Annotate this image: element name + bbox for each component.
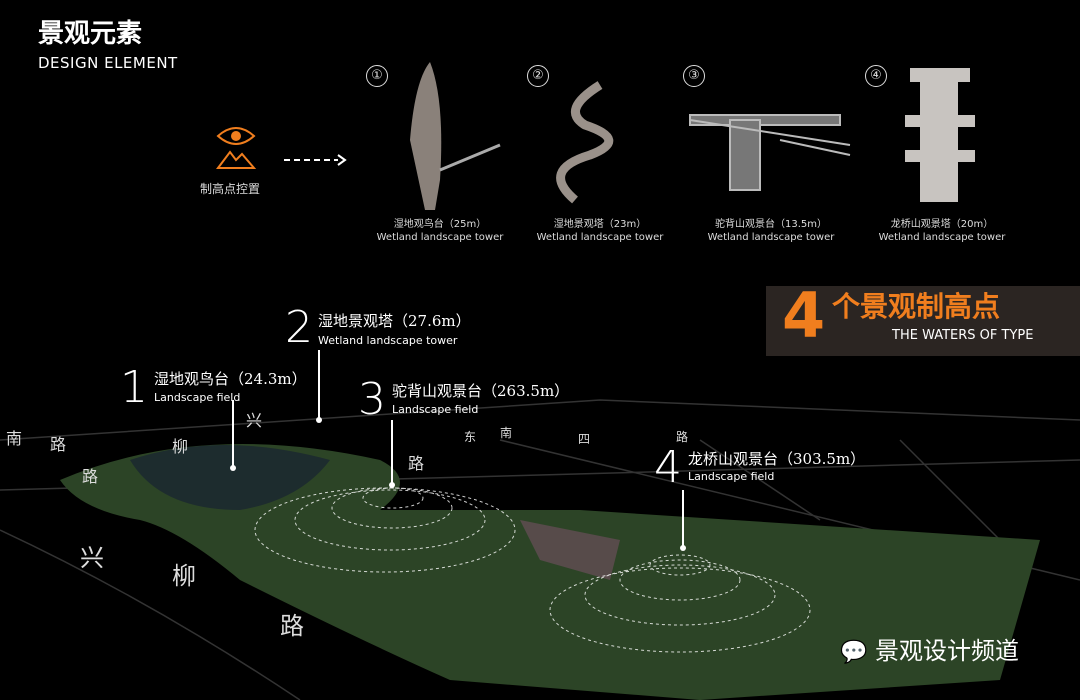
road-label: 路: [50, 435, 67, 454]
tower-1-caption: 湿地观鸟台（25m）Wetland landscape tower: [376, 219, 504, 243]
highlight-banner: 4 个景观制高点 THE WATERS OF TYPE: [766, 280, 1080, 356]
wetland-lake: [130, 445, 330, 510]
road-label: 兴: [80, 544, 104, 572]
road-label: 路: [408, 454, 425, 473]
road-label: 柳: [172, 437, 189, 456]
tower-1-image: [410, 62, 442, 210]
tower-2-image: [556, 81, 614, 204]
road-label: 路: [82, 467, 99, 486]
road-label: 南: [6, 429, 23, 448]
road-label: 兴: [246, 411, 263, 430]
watermark: 💬 景观设计频道: [840, 636, 1019, 668]
road-label: 路: [280, 612, 304, 640]
wechat-icon: 💬: [840, 640, 868, 665]
park-area: [60, 444, 1040, 700]
tower-2-caption: 湿地景观塔（23m）Wetland landscape tower: [536, 219, 664, 243]
banner-subtitle: THE WATERS OF TYPE: [892, 328, 1034, 343]
banner-number: 4: [782, 279, 826, 352]
road-label: 四: [578, 432, 591, 446]
tower-4-image: [905, 68, 975, 202]
site-map: [0, 380, 1080, 700]
road-label: 东: [464, 430, 477, 444]
tower-3-caption: 驼背山观景台（13.5m）Wetland landscape tower: [707, 219, 835, 243]
road-label: 路: [676, 430, 689, 444]
control-label: 制高点控置: [200, 182, 261, 196]
watermark-text: 景观设计频道: [875, 637, 1020, 665]
tower-3-number: ③: [683, 65, 705, 87]
tower-3-image: [689, 114, 851, 191]
eye-mountain-icon: [216, 127, 347, 169]
road-label: 柳: [172, 562, 196, 590]
title-en: DESIGN ELEMENT: [38, 54, 178, 72]
tower-4-number: ④: [865, 65, 887, 87]
callout-2-leader: [318, 350, 320, 412]
banner-title: 个景观制高点: [832, 290, 1001, 323]
tower-illustrations: [410, 62, 975, 210]
tower-1-number: ①: [366, 65, 388, 87]
tower-2-number: ②: [527, 65, 549, 87]
title-cn: 景观元素: [38, 19, 143, 49]
tower-4-caption: 龙桥山观景塔（20m）Wetland landscape tower: [878, 219, 1006, 243]
road-label: 南: [500, 426, 513, 440]
